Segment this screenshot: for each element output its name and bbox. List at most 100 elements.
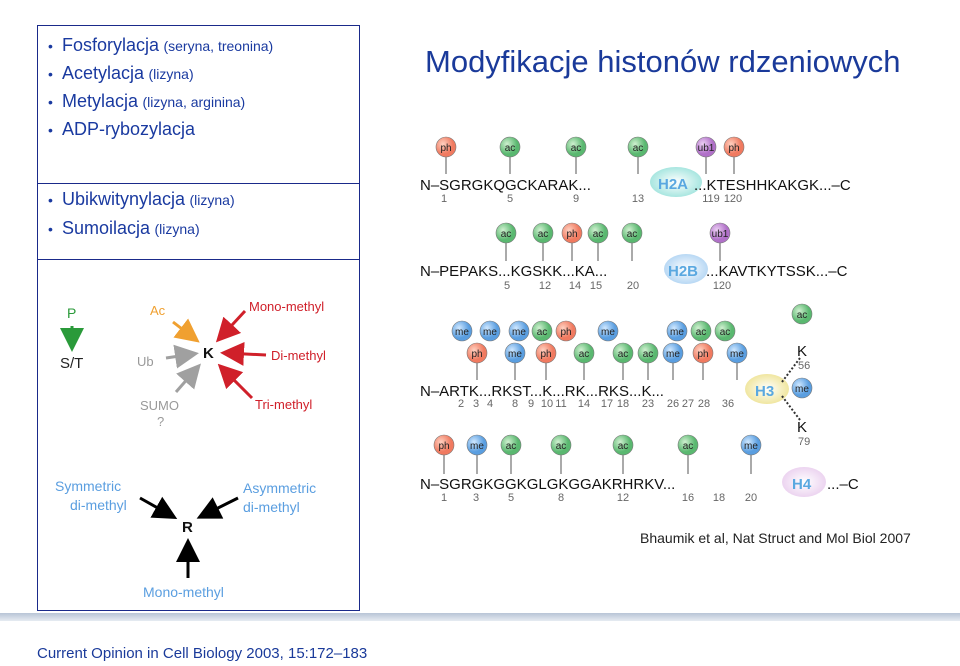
modification-mark-label: ac (720, 327, 731, 338)
sumo-label: SUMO (140, 398, 179, 413)
histone-h4-badge (782, 467, 826, 497)
modification-mark-label: ac (593, 229, 604, 240)
list-item: •Ubikwitynylacja (lizyna) (48, 189, 235, 209)
histone-h2b-badge (664, 254, 708, 284)
modification-mark-label: ac (683, 441, 694, 452)
modification-mark-label: ub1 (698, 143, 715, 154)
k79-label: K (797, 419, 807, 436)
tri-methyl-label: Tri-methyl (255, 397, 312, 412)
arrow-icon (215, 309, 247, 343)
modification-mark-me (597, 320, 619, 342)
modification-mark-ph (561, 222, 583, 244)
modification-mark-label: ph (697, 349, 708, 360)
modification-mark-ac (499, 136, 521, 158)
h4-tail: ...–C (827, 476, 859, 493)
arginine-label: R (182, 519, 193, 536)
h3-row: N–ARTK...RKST...K...RK...RKS...K... H3 K… (420, 303, 813, 448)
modification-mark-ac (587, 222, 609, 244)
modification-mark-label: me (744, 441, 758, 452)
lysine-label: K (203, 345, 214, 362)
modification-mark-label: ac (538, 229, 549, 240)
modification-mark-me (740, 434, 762, 456)
modification-mark-label: ph (728, 143, 739, 154)
residue-number: 16 (682, 492, 694, 504)
modification-mark-label: ac (571, 143, 582, 154)
residue-number: 26 (667, 398, 679, 410)
residue-number: 9 (573, 193, 579, 205)
residue-number: 1 (441, 492, 447, 504)
residue-number: 23 (642, 398, 654, 410)
arginine-key: R Symmetric di-methyl Asymmetric di-meth… (55, 478, 316, 600)
modification-mark-label: ub1 (712, 229, 729, 240)
asymmetric-label: Asymmetric (243, 480, 316, 496)
arrow-icon (217, 363, 254, 400)
divider (37, 259, 360, 260)
list-item: •Acetylacja (lizyna) (48, 63, 194, 83)
h2a-sequence: N–SGRGKQGCKARAK... (420, 177, 591, 194)
modification-mark-ac (637, 342, 659, 364)
list-item: •Metylacja (lizyna, arginina) (48, 91, 246, 111)
h2b-row: N–PEPAKS...KGSKK...KA... H2B ...KAVTKYTS… (420, 222, 848, 292)
modification-mark-me (662, 342, 684, 364)
modification-mark-ac (621, 222, 643, 244)
residue-number: 2 (458, 398, 464, 410)
page-title: Modyfikacje histonów rdzeniowych (425, 44, 901, 79)
modification-mark-ph (723, 136, 745, 158)
residue-number: 12 (539, 280, 551, 292)
h2a-row: N–SGRGKQGCKARAK... H2A ...KTESHHKAKGK...… (420, 136, 851, 205)
residue-number: 120 (724, 193, 742, 205)
modification-mark-ac (612, 342, 634, 364)
residue-number: 15 (590, 280, 602, 292)
modification-mark-ac (677, 434, 699, 456)
modification-mark-label: ph (471, 349, 482, 360)
phospho-key: P S/T (60, 305, 84, 372)
symmetric-label: Symmetric (55, 478, 121, 494)
modification-mark-ac (500, 434, 522, 456)
modification-mark-ph (555, 320, 577, 342)
residue-number: 4 (487, 398, 493, 410)
residue-label: S/T (60, 355, 83, 372)
residue-number: 9 (528, 398, 534, 410)
list-item: •Sumoilacja (lizyna) (48, 218, 200, 238)
modification-mark-label: ac (506, 441, 517, 452)
modification-mark-label: me (512, 327, 526, 338)
residue-number: 20 (745, 492, 757, 504)
modification-mark-me (508, 320, 530, 342)
modification-mark-label: ph (440, 143, 451, 154)
modification-mark-label: ph (540, 349, 551, 360)
modification-mark-me (479, 320, 501, 342)
residue-number: 1 (441, 193, 447, 205)
h3-sequence: N–ARTK...RKST...K...RK...RKS...K... (420, 383, 664, 400)
modification-mark-label: me (666, 349, 680, 360)
residue-number: 14 (569, 280, 581, 292)
modification-mark-label: ph (438, 441, 449, 452)
ub-label: Ub (137, 354, 154, 369)
residue-number: 27 (682, 398, 694, 410)
modification-mark-ub1 (709, 222, 731, 244)
modification-mark-label: ac (579, 349, 590, 360)
residue-number: 8 (512, 398, 518, 410)
modification-mark-ac (532, 222, 554, 244)
residue-number: 13 (632, 193, 644, 205)
modification-mark-me (451, 320, 473, 342)
modification-mark-label: ac (627, 229, 638, 240)
modification-mark-ac (573, 342, 595, 364)
modification-mark-label: me (670, 327, 684, 338)
residue-number: 5 (504, 280, 510, 292)
asymmetric-label-2: di-methyl (243, 499, 300, 515)
residue-number: 120 (713, 280, 731, 292)
modification-mark-label: me (470, 441, 484, 452)
residue-number: 3 (473, 398, 479, 410)
modification-mark-ac (565, 136, 587, 158)
modification-mark-label: ac (618, 441, 629, 452)
mono-methyl-label: Mono-methyl (249, 299, 324, 314)
modification-mark-label: me (601, 327, 615, 338)
histone-h3-badge (745, 374, 789, 404)
modification-mark-label: ac (537, 327, 548, 338)
mono-methyl-r-label: Mono-methyl (143, 584, 224, 600)
residue-number: 14 (578, 398, 590, 410)
modification-mark-label: ph (566, 229, 577, 240)
k56-number: 56 (798, 360, 810, 372)
